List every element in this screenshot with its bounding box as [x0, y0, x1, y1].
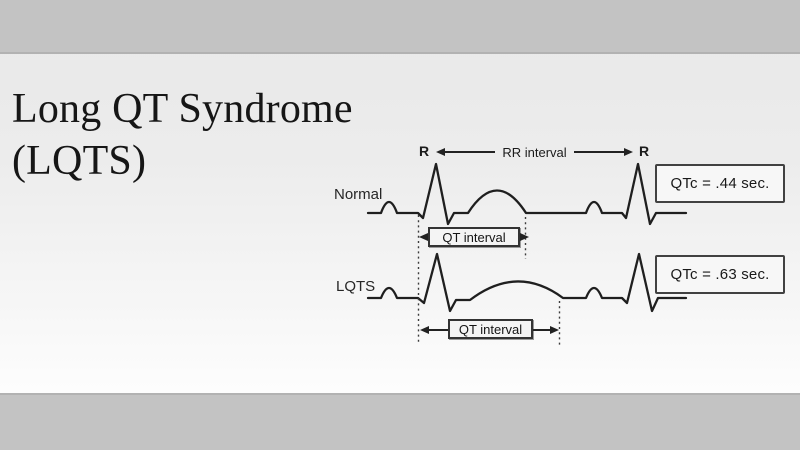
rr-interval-arrow: RR interval	[436, 144, 634, 160]
normal-qt-interval-label: QT interval	[442, 229, 506, 245]
normal-qt-arrow-left-head-icon	[419, 233, 428, 241]
lqts-qt-arrow-left	[420, 325, 448, 334]
lqts-qt-arrow-left-head-icon	[420, 325, 429, 334]
slide-title: Long QT Syndrome (LQTS)	[12, 83, 353, 187]
lqts-qtc-value-box: QTc = .63 sec.	[655, 255, 785, 294]
lqts-qt-arrow-left-line	[429, 328, 448, 331]
lqts-qtc-value: QTc = .63 sec.	[670, 266, 770, 283]
normal-qt-arrow-right-head-icon	[520, 233, 529, 241]
bottom-gray-band	[0, 393, 800, 450]
normal-qt-arrow-right	[520, 233, 529, 242]
rr-arrow-left-head-icon	[436, 148, 445, 156]
lqts-ecg-trace	[366, 252, 688, 313]
rr-arrow-left-line	[445, 151, 496, 153]
r-wave-label-right: R	[639, 143, 650, 159]
normal-qtc-value: QTc = .44 sec.	[670, 175, 770, 192]
rr-interval-label: RR interval	[502, 144, 567, 160]
rr-arrow-right-line	[573, 151, 625, 153]
top-gray-band	[0, 0, 800, 54]
lqts-qt-arrow-right	[533, 325, 559, 334]
r-wave-label-left: R	[419, 143, 430, 159]
normal-trace-label: Normal	[334, 186, 383, 203]
normal-qtc-value-box: QTc = .44 sec.	[655, 164, 785, 203]
lqts-qt-arrow-right-head-icon	[550, 325, 559, 334]
normal-qt-interval-box: QT interval	[428, 227, 520, 247]
lqts-qt-interval-box: QT interval	[448, 319, 533, 339]
lqts-qt-arrow-right-line	[533, 328, 550, 331]
normal-ecg-trace	[366, 162, 688, 226]
rr-arrow-right-head-icon	[624, 148, 634, 156]
slide-title-line2: (LQTS)	[12, 138, 147, 184]
slide-title-line1: Long QT Syndrome	[12, 86, 353, 132]
lqts-trace-label: LQTS	[336, 278, 376, 295]
lqts-qt-interval-label: QT interval	[458, 321, 523, 337]
normal-qt-arrow-left	[419, 233, 428, 242]
